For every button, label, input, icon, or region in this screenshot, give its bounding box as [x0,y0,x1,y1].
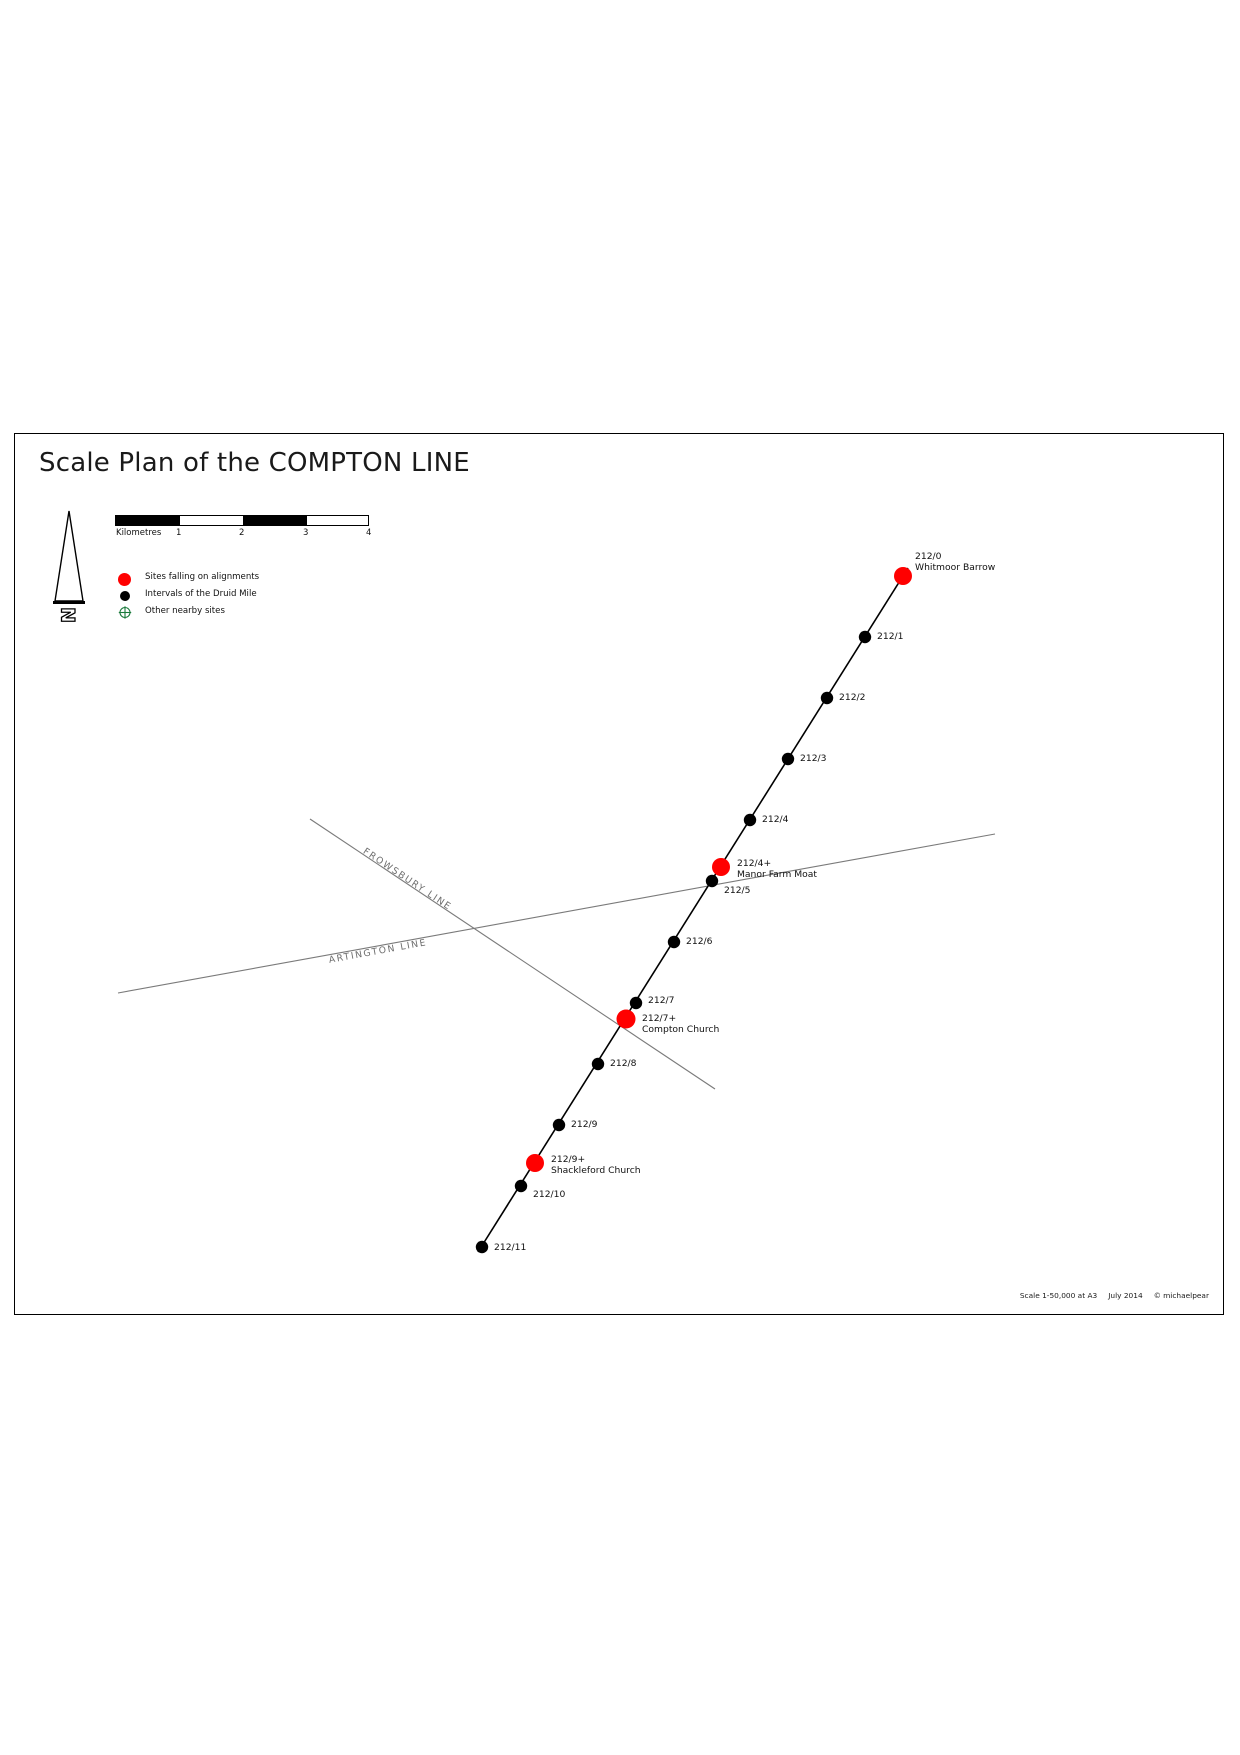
legend-item-druid-mile: Intervals of the Druid Mile [115,587,385,604]
site-name-212-0: Whitmoor Barrow [915,561,996,573]
artington-line [117,833,996,994]
site-id-212-4-plus: 212/4+ [737,858,772,869]
site-label-212-4: 212/4 [762,814,789,826]
scale-bar-segment [243,516,307,525]
legend: Sites falling on alignments Intervals of… [115,570,385,621]
site-dot-212-0[interactable] [894,567,912,585]
site-dot-212-4-plus[interactable] [712,858,730,876]
site-label-212-11: 212/11 [494,1242,527,1254]
site-label-212-6: 212/6 [686,936,713,948]
frowsbury-line [309,818,716,1090]
site-id-212-5: 212/5 [724,885,751,896]
site-id-212-8: 212/8 [610,1058,637,1069]
site-label-212-9: 212/9 [571,1119,598,1131]
site-label-212-7: 212/7 [648,995,675,1007]
scale-bar-tick-3: 3 [303,528,309,538]
legend-item-alignment-sites: Sites falling on alignments [115,570,385,587]
legend-item-other-sites: Other nearby sites [115,604,385,621]
site-label-212-2: 212/2 [839,692,866,704]
black-circle-icon [115,587,137,604]
site-label-212-8: 212/8 [610,1058,637,1070]
crosshair-circle-icon [115,604,137,621]
compton-main-line [477,567,909,1253]
scale-bar-tick-1: 1 [176,528,182,538]
site-label-212-10: 212/10 [533,1189,566,1201]
credit-date: July 2014 [1108,1291,1143,1300]
map-plot [117,567,996,1254]
site-id-212-10: 212/10 [533,1189,566,1200]
site-id-212-6: 212/6 [686,936,713,947]
credit-line: Scale 1-50,000 at A3 July 2014 © michael… [1020,1291,1209,1300]
site-label-212-0: 212/0 Whitmoor Barrow [915,551,996,573]
legend-label-other-sites: Other nearby sites [145,606,225,616]
site-name-212-4-plus: Manor Farm Moat [737,868,818,880]
red-circle-icon [115,570,137,587]
site-label-212-1: 212/1 [877,631,904,643]
site-id-212-4: 212/4 [762,814,789,825]
scale-bar-segment [116,516,180,525]
site-dot-212-7-plus[interactable] [616,1009,636,1029]
site-dot-212-9-plus[interactable] [526,1154,544,1172]
page-title: Scale Plan of the COMPTON LINE [39,448,470,478]
credit-scale: Scale 1-50,000 at A3 [1019,1291,1098,1300]
scale-bar-tick-2: 2 [239,528,245,538]
site-dot-212-3[interactable] [781,752,795,766]
site-label-212-4-plus: 212/4+ Manor Farm Moat [737,858,818,880]
site-id-212-2: 212/2 [839,692,866,703]
north-arrow-label: N [58,607,80,623]
site-dot-212-9[interactable] [552,1118,566,1132]
legend-label-alignment-sites: Sites falling on alignments [145,572,260,582]
scale-bar-tick-4: 4 [366,528,372,538]
site-dot-212-1[interactable] [858,630,872,644]
site-dot-212-2[interactable] [820,691,834,705]
map-frame: Scale Plan of the COMPTON LINE N Kilomet… [14,433,1224,1315]
site-id-212-11: 212/11 [494,1242,527,1253]
site-id-212-7-plus: 212/7+ [642,1013,677,1024]
site-id-212-3: 212/3 [800,753,827,764]
site-label-212-5: 212/5 [724,885,751,897]
site-dot-212-5[interactable] [705,874,719,888]
site-dot-212-8[interactable] [591,1057,605,1071]
scale-bar-track [115,515,369,526]
site-dot-212-7[interactable] [629,996,643,1010]
site-label-212-3: 212/3 [800,753,827,765]
site-id-212-9-plus: 212/9+ [551,1154,586,1165]
scale-bar: Kilometres 1 2 3 4 [115,515,372,551]
credit-author-group: © michaelpear [1154,1291,1209,1300]
site-label-212-7-plus: 212/7+ Compton Church [642,1013,720,1035]
site-dot-212-6[interactable] [667,935,681,949]
site-dot-212-11[interactable] [475,1240,489,1254]
scale-bar-unit-label: Kilometres [116,528,162,538]
site-id-212-9: 212/9 [571,1119,598,1130]
site-label-212-9-plus: 212/9+ Shackleford Church [551,1154,641,1176]
site-name-212-9-plus: Shackleford Church [551,1164,641,1176]
site-id-212-0: 212/0 [915,551,942,562]
site-id-212-7: 212/7 [648,995,675,1006]
copyright-icon: © [1153,1291,1162,1300]
legend-label-druid-mile: Intervals of the Druid Mile [145,589,257,599]
site-dot-212-10[interactable] [514,1179,528,1193]
site-dot-212-4[interactable] [743,813,757,827]
north-arrow-icon: N [43,507,95,627]
credit-author: michaelpear [1163,1291,1209,1300]
site-name-212-7-plus: Compton Church [642,1023,720,1035]
site-id-212-1: 212/1 [877,631,904,642]
